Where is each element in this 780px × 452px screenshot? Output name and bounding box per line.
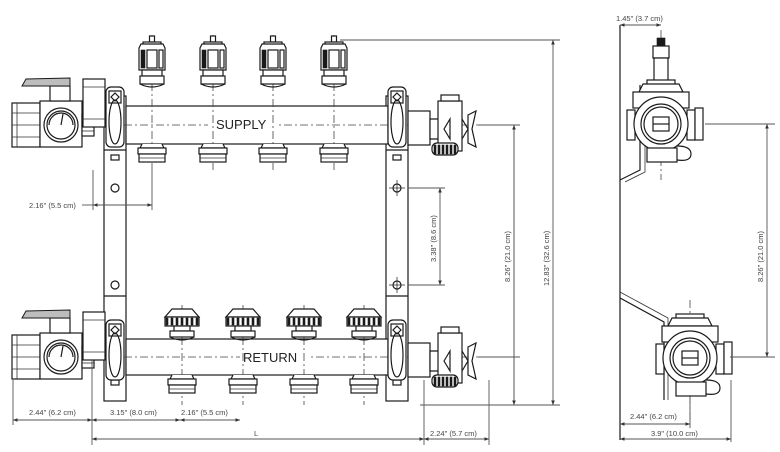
return-left-clamp: [105, 319, 125, 381]
dim-supply-return-center: 8.26" (21.0 cm): [503, 230, 512, 282]
return-outlet-1: [167, 374, 197, 394]
side-supply-valve: [626, 79, 704, 163]
return-right-clamp: [387, 319, 407, 381]
dim-side-supply-return-center: 8.26" (21.0 cm): [756, 230, 765, 282]
return-valve-knob-1: [164, 308, 200, 341]
supply-flowmeter-1: [138, 35, 166, 88]
supply-flowmeter-4: [320, 35, 348, 88]
supply-outlet-4: [319, 143, 349, 163]
return-header: RETURN: [11, 305, 510, 405]
return-ball-valve: [11, 309, 95, 380]
dim-side-overall-depth: 3.9" (10.0 cm): [651, 429, 698, 438]
dim-length: L: [254, 429, 258, 438]
return-outlets: [164, 305, 382, 405]
return-outlet-2: [228, 374, 258, 394]
supply-union-nut: [82, 78, 106, 128]
return-end-fitting: [407, 326, 477, 388]
dim-end-fitting-offset: 2.24" (5.7 cm): [430, 429, 477, 438]
supply-right-clamp: [387, 86, 407, 148]
dim-outlet-spacing: 2.16" (5.5 cm): [181, 408, 228, 417]
dim-first-outlet-offset: 3.15" (8.0 cm): [110, 408, 157, 417]
front-dimensions: 2.16" (5.5 cm) 3.38" (8.6 cm) 8.26" (21.…: [12, 39, 560, 445]
supply-flowmeter-3: [259, 35, 287, 88]
supply-ball-valve: [11, 77, 95, 148]
dim-side-depth-to-center: 2.44" (6.2 cm): [630, 412, 677, 421]
supply-outlet-3: [258, 143, 288, 163]
dim-loop-spacing-side: 2.16" (5.5 cm): [29, 201, 76, 210]
return-outlet-4: [349, 374, 379, 394]
return-valve-knob-3: [286, 308, 322, 341]
supply-outlet-1: [137, 143, 167, 163]
side-return-valve: [655, 313, 733, 397]
side-dimensions: 1.45" (3.7 cm) 8.26" (21.0 cm) 2.44" (6.…: [616, 14, 775, 442]
supply-flowmeter-2: [199, 35, 227, 88]
return-outlet-3: [289, 374, 319, 394]
return-valve-knob-4: [346, 308, 382, 341]
supply-outlet-2: [198, 143, 228, 163]
dim-bracket-hole-spacing: 3.38" (8.6 cm): [429, 215, 438, 262]
return-union-nut: [82, 311, 106, 361]
return-valve-knob-2: [225, 308, 261, 341]
dim-side-top-offset: 1.45" (3.7 cm): [616, 14, 663, 23]
supply-left-clamp: [105, 86, 125, 148]
supply-label: SUPPLY: [216, 117, 267, 132]
dim-overall-height: 12.83" (32.6 cm): [542, 230, 551, 286]
front-view: SUPPLY: [11, 35, 560, 445]
side-view: 1.45" (3.7 cm) 8.26" (21.0 cm) 2.44" (6.…: [616, 14, 775, 442]
supply-header: SUPPLY: [11, 35, 510, 170]
supply-outlets: [137, 35, 349, 170]
dim-ball-valve-offset: 2.44" (6.2 cm): [29, 408, 76, 417]
return-label: RETURN: [243, 350, 297, 365]
supply-end-fitting: [407, 94, 477, 156]
